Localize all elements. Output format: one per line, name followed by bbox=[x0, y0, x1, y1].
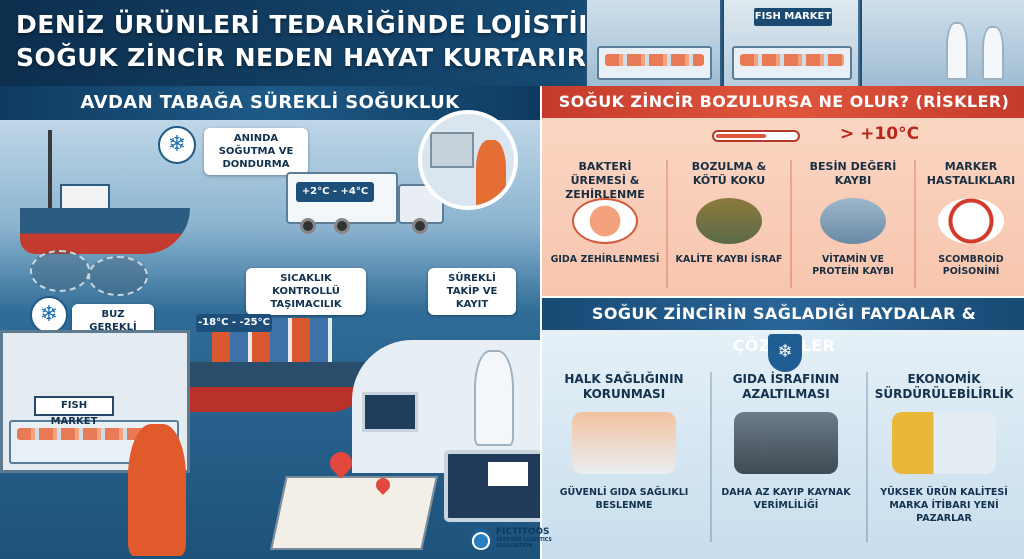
risk-item-nutrition: BESİN DEĞERİ KAYBI VİTAMİN VE PROTEİN KA… bbox=[798, 160, 908, 290]
market-fish-illustration bbox=[740, 54, 844, 66]
risk-temperature: > +10°C bbox=[840, 124, 920, 144]
thermometer-fill bbox=[716, 134, 766, 138]
risk-item-bacteria: BAKTERİ ÜREMESİ & ZEHİRLENME GIDA ZEHİRL… bbox=[550, 160, 660, 290]
truck-wheel-1 bbox=[300, 218, 316, 234]
shop-sign: FISH MARKET bbox=[34, 396, 114, 427]
risks-panel: SOĞUK ZİNCİR BOZULURSA NE OLUR? (RİSKLER… bbox=[540, 86, 1024, 296]
fishing-boat-illustration bbox=[20, 208, 190, 254]
scientist-illustration bbox=[982, 26, 1004, 80]
benefit-title: EKONOMİK SÜRDÜRÜLEBİLİRLİK bbox=[874, 372, 1014, 401]
header-banner: DENİZ ÜRÜNLERİ TEDARİĞİNDE LOJİSTİK: SOĞ… bbox=[0, 0, 1024, 86]
benefit-sub: GÜVENLİ GIDA SAĞLIKLI BESLENME bbox=[559, 487, 689, 511]
boat-mast bbox=[48, 130, 52, 210]
fish-net-right bbox=[88, 256, 148, 296]
title-line-2: SOĞUK ZİNCİR NEDEN HAYAT KURTARIR? bbox=[16, 43, 602, 72]
label-continuous-tracking: SÜREKLİ TAKİP VE KAYIT bbox=[428, 268, 516, 315]
spoiled-fish-icon bbox=[696, 198, 762, 244]
refrigerated-truck-illustration: +2°C - +4°C bbox=[286, 172, 398, 224]
cold-storage-worker-illustration bbox=[418, 110, 518, 210]
logo-wave-icon bbox=[470, 528, 492, 550]
ship-temp-display: -18°C - -25°C bbox=[196, 314, 272, 332]
risk-divider bbox=[666, 160, 668, 288]
worker-figure bbox=[476, 140, 506, 206]
truck-wheel-2 bbox=[334, 218, 350, 234]
shield-snowflake-icon: ❄ bbox=[768, 334, 802, 372]
customer-figure bbox=[128, 424, 186, 556]
risk-title: BAKTERİ ÜREMESİ & ZEHİRLENME bbox=[565, 160, 645, 201]
risks-panel-title: SOĞUK ZİNCİR BOZULURSA NE OLUR? (RİSKLER… bbox=[542, 86, 1024, 118]
fish-nutrient-icon bbox=[820, 198, 886, 244]
benefit-item-public-health: HALK SAĞLIĞININ KORUNMASI GÜVENLİ GIDA S… bbox=[552, 372, 696, 556]
risk-item-disease: MARKER HASTALIKLARI SCOMBROİD POİSONİNİ bbox=[916, 160, 1024, 290]
label-temp-controlled-transport: SICAKLIK KONTROLLÜ TAŞIMACILIK bbox=[246, 268, 366, 315]
monitoring-screen-icon bbox=[362, 392, 418, 432]
cargo-ship-illustration bbox=[170, 362, 370, 412]
header-market-sign: FISH MARKET bbox=[754, 8, 832, 26]
scientist-figure bbox=[474, 350, 514, 446]
route-map-illustration bbox=[270, 476, 438, 550]
label-instant-cooling: ANINDA SOĞUTMA VE DONDURMA bbox=[204, 128, 308, 175]
header-scene-fish-counter bbox=[585, 0, 720, 86]
benefits-panel: SOĞUK ZİNCİRİN SAĞLADIĞI FAYDALAR & ÇÖZÜ… bbox=[540, 296, 1024, 559]
truck-wheel-3 bbox=[412, 218, 428, 234]
benefits-panel-title: SOĞUK ZİNCİRİN SAĞLADIĞI FAYDALAR & ÇÖZÜ… bbox=[542, 298, 1024, 355]
logo-subtitle: SEAFOOD LOGISTICS ASSOCIATION bbox=[496, 538, 552, 549]
logo-name: FICTITOOS bbox=[496, 527, 550, 537]
risk-title: MARKER HASTALIKLARI bbox=[926, 160, 1016, 187]
page-title: DENİZ ÜRÜNLERİ TEDARİĞİNDE LOJİSTİK: SOĞ… bbox=[16, 8, 609, 74]
risk-sub: GIDA ZEHİRLENMESİ bbox=[550, 254, 660, 265]
family-meal-icon bbox=[572, 412, 676, 474]
benefit-item-economy: EKONOMİK SÜRDÜRÜLEBİLİRLİK YÜKSEK ÜRÜN K… bbox=[872, 372, 1016, 556]
association-logo: FICTITOOS SEAFOOD LOGISTICS ASSOCIATION bbox=[470, 524, 560, 556]
header-scene-fish-market: FISH MARKET bbox=[722, 0, 858, 86]
risk-divider bbox=[914, 160, 916, 288]
lab-worker-illustration bbox=[946, 22, 968, 80]
market-counter bbox=[732, 46, 852, 80]
benefit-item-waste: GIDA İSRAFININ AZALTILMASI DAHA AZ KAYIP… bbox=[714, 372, 858, 556]
benefit-sub: YÜKSEK ÜRÜN KALİTESİ MARKA İTİBARI YENİ … bbox=[880, 487, 1008, 524]
tracking-tablet-illustration bbox=[444, 450, 554, 522]
display-counter bbox=[597, 46, 712, 80]
risk-title: BOZULMA & KÖTÜ KOKU bbox=[691, 160, 767, 187]
risk-title: BESİN DEĞERİ KAYBI bbox=[809, 160, 897, 187]
growth-coins-icon bbox=[892, 412, 996, 474]
benefit-sub: DAHA AZ KAYIP KAYNAK VERİMLİLİĞİ bbox=[721, 487, 851, 511]
risk-item-spoilage: BOZULMA & KÖTÜ KOKU KALİTE KAYBI İSRAF bbox=[674, 160, 784, 290]
title-line-1: DENİZ ÜRÜNLERİ TEDARİĞİNDE LOJİSTİK: bbox=[16, 10, 609, 39]
shop-fish-row bbox=[17, 428, 171, 440]
no-fish-icon bbox=[938, 198, 1004, 244]
header-scene-lab bbox=[860, 0, 1024, 86]
truck-temp-display: +2°C - +4°C bbox=[296, 182, 374, 202]
risk-divider bbox=[790, 160, 792, 288]
fish-net-left bbox=[30, 250, 90, 292]
bacteria-icon bbox=[572, 198, 638, 244]
benefit-divider bbox=[710, 372, 712, 542]
ice-snowflake-icon: ❄ bbox=[30, 296, 68, 334]
risk-sub: KALİTE KAYBI İSRAF bbox=[675, 254, 783, 265]
cooling-unit-icon bbox=[430, 132, 474, 168]
fish-row-illustration bbox=[605, 54, 704, 66]
tablet-chart-icon bbox=[488, 462, 528, 486]
benefit-title: GIDA İSRAFININ AZALTILMASI bbox=[732, 372, 840, 401]
snowflake-icon: ❄ bbox=[158, 126, 196, 164]
waste-bin-crossed-icon bbox=[734, 412, 838, 474]
risk-sub: VİTAMİN VE PROTEİN KAYBI bbox=[812, 254, 894, 277]
thermometer-icon bbox=[712, 130, 800, 142]
risk-sub: SCOMBROİD POİSONİNİ bbox=[938, 254, 1004, 277]
benefit-title: HALK SAĞLIĞININ KORUNMASI bbox=[564, 372, 684, 401]
benefit-divider bbox=[866, 372, 868, 542]
